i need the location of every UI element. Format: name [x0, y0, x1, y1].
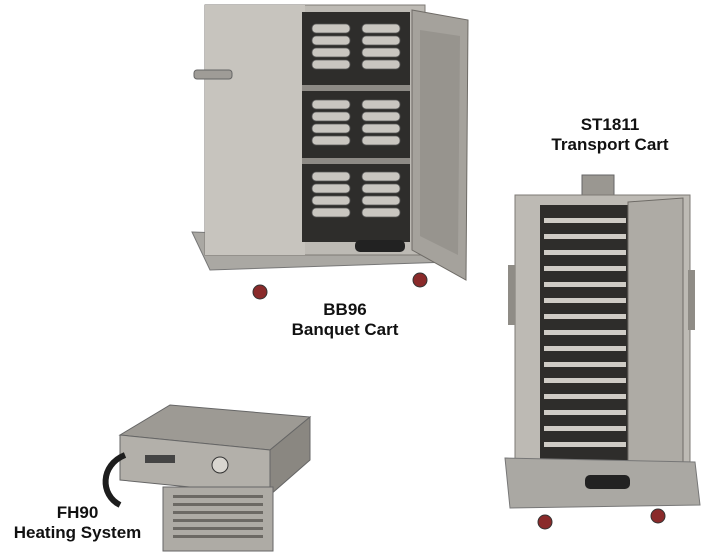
- fh90-heating-system-image: [95, 395, 320, 555]
- st1811-transport-cart-image: [500, 170, 703, 532]
- bb96-banquet-cart-image: [180, 0, 480, 300]
- bb96-model: BB96: [323, 300, 367, 319]
- st1811-caption: ST1811 Transport Cart: [530, 115, 690, 155]
- bb96-caption: BB96 Banquet Cart: [270, 300, 420, 340]
- fh90-name: Heating System: [13, 523, 142, 542]
- fh90-caption: FH90 Heating System: [0, 503, 155, 543]
- st1811-name: Transport Cart: [551, 135, 669, 154]
- bb96-name: Banquet Cart: [291, 320, 399, 339]
- st1811-model: ST1811: [580, 115, 640, 134]
- fh90-model: FH90: [56, 503, 99, 522]
